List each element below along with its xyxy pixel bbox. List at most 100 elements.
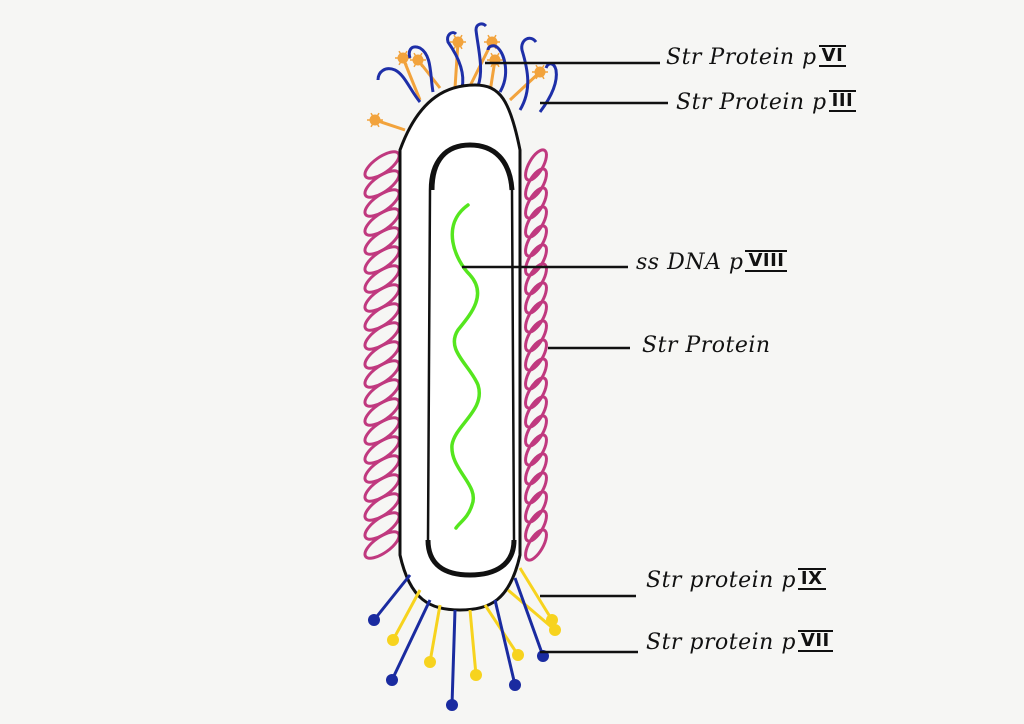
- piii-protein-group: [376, 22, 558, 113]
- label-pvii-text: Str protein p: [646, 630, 796, 655]
- coat-loop: [363, 530, 401, 560]
- bottom-stalk-head: [546, 614, 558, 626]
- piii-hook: [474, 22, 488, 87]
- pvi-stalk: [401, 57, 422, 101]
- coat-loop: [363, 511, 401, 541]
- bottom-stalk-head: [386, 674, 398, 686]
- pvi-spike: [413, 52, 419, 61]
- coat-loop: [363, 454, 401, 484]
- coat-loop: [363, 150, 401, 180]
- pvi-spike: [374, 112, 380, 121]
- pvi-spike: [457, 34, 463, 43]
- bottom-stalk-head: [509, 679, 521, 691]
- pvi-spike: [457, 41, 463, 50]
- pvi-spike: [539, 64, 545, 73]
- bottom-stalk: [372, 574, 412, 621]
- bottom-stalk-head: [446, 699, 458, 711]
- coat-loop: [363, 416, 401, 446]
- pvi-spike: [398, 50, 404, 59]
- pvi-spike: [417, 59, 423, 68]
- coat-loop: [363, 302, 401, 332]
- label-ssdna-number: VIII: [745, 250, 788, 272]
- bottom-stalk: [518, 567, 554, 621]
- coat-loop: [363, 169, 401, 199]
- pvi-spike: [370, 119, 376, 128]
- pvi-spike: [491, 34, 497, 43]
- pvi-spike: [413, 59, 419, 68]
- bottom-stalk: [493, 599, 517, 686]
- pvi-spike: [535, 71, 541, 80]
- pvi-spike: [370, 112, 376, 121]
- label-pix-text: Str protein p: [646, 568, 796, 593]
- coat-loop: [363, 492, 401, 522]
- bottom-stalk-head: [387, 634, 399, 646]
- label-pvii-number: VII: [797, 630, 833, 652]
- label-pvi-text: Str Protein p: [666, 45, 817, 70]
- bottom-stalk: [428, 604, 442, 663]
- coat-loop: [363, 226, 401, 256]
- pvi-spike: [374, 119, 380, 128]
- label-ssdna-text: ss DNA p: [636, 250, 744, 275]
- pvi-spike: [490, 52, 496, 61]
- ssdna-strand: [450, 203, 482, 530]
- pvi-protein-group: [367, 34, 548, 132]
- piii-hook: [518, 36, 538, 111]
- bottom-stalk: [468, 609, 478, 676]
- pvi-spike: [539, 71, 545, 80]
- bottom-protein-group: [368, 567, 561, 711]
- bottom-stalk: [390, 599, 432, 681]
- piii-hook: [446, 31, 465, 89]
- label-pix-number: IX: [797, 568, 826, 590]
- pvi-spike: [402, 57, 408, 66]
- label-piii-number: III: [828, 90, 857, 112]
- bottom-stalk-head: [512, 649, 524, 661]
- coat-protein-right: [524, 148, 548, 562]
- pvi-spike: [494, 52, 500, 61]
- pvi-stalk: [416, 59, 442, 89]
- coat-protein-left: [363, 150, 401, 560]
- pvi-spike: [417, 52, 423, 61]
- label-str-text: Str Protein: [642, 333, 771, 358]
- coat-loop: [363, 473, 401, 503]
- pvi-spike: [453, 34, 459, 43]
- inner-bottom-arc: [425, 539, 517, 578]
- coat-loop: [363, 264, 401, 294]
- pvi-spike: [535, 64, 541, 73]
- bottom-stalk: [450, 609, 457, 706]
- label-pvi-number: VI: [818, 45, 847, 67]
- bottom-stalk-head: [549, 624, 561, 636]
- inner-top-arc: [429, 142, 515, 191]
- label-piii-text: Str Protein p: [676, 90, 827, 115]
- coat-loop: [524, 528, 548, 562]
- bottom-stalk-head: [368, 614, 380, 626]
- leader-lines: [462, 61, 668, 654]
- coat-loop: [363, 435, 401, 465]
- pvi-spike: [398, 57, 404, 66]
- piii-hook: [486, 44, 508, 93]
- coat-loop: [363, 340, 401, 370]
- bottom-stalk-head: [470, 669, 482, 681]
- coat-loop: [363, 283, 401, 313]
- coat-loop: [363, 207, 401, 237]
- pvi-stalk: [453, 41, 460, 89]
- piii-hook: [376, 67, 422, 103]
- pvi-stalk: [508, 70, 542, 102]
- coat-loop: [363, 397, 401, 427]
- piii-hook: [538, 62, 558, 113]
- pvi-spike: [487, 34, 493, 43]
- label-str-protein: Str Protein: [642, 333, 771, 358]
- pvi-spike: [402, 50, 408, 59]
- bottom-stalk: [513, 577, 545, 657]
- coat-loop: [363, 245, 401, 275]
- pvi-spike: [453, 41, 459, 50]
- coat-loop: [363, 359, 401, 389]
- coat-loop: [363, 378, 401, 408]
- coat-loop: [363, 321, 401, 351]
